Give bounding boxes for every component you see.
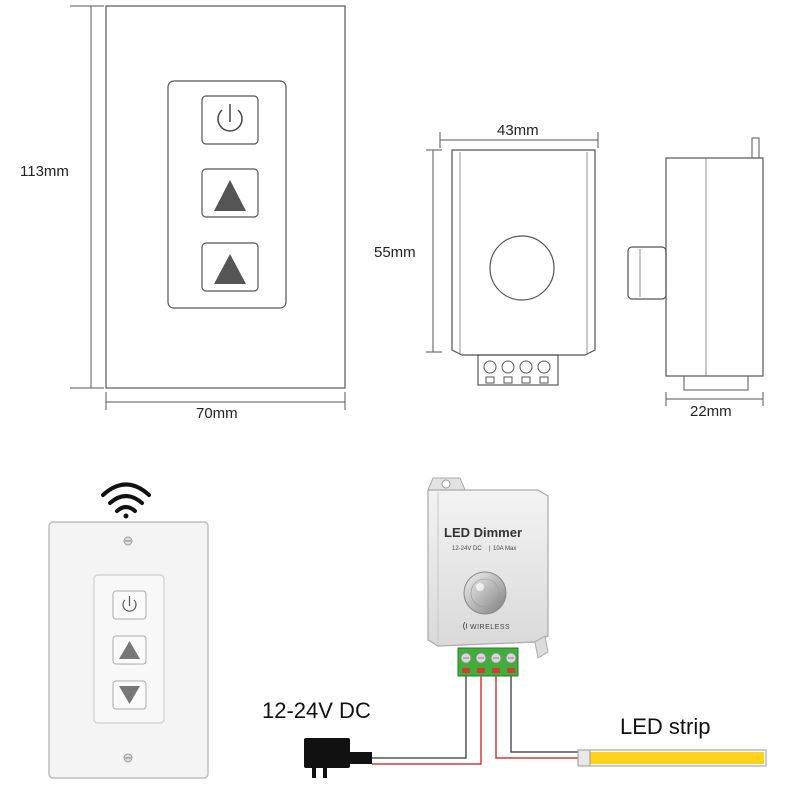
module-outline — [451, 149, 596, 356]
power-wire-positive — [372, 676, 482, 765]
front-view-drawing: 113mm 70mm — [20, 5, 346, 422]
power-icon-small — [122, 596, 137, 612]
dimmer-spec-voltage: 12-24V DC — [452, 546, 482, 552]
power-wire-negative — [372, 676, 467, 759]
svg-text:|: | — [489, 546, 491, 552]
strip-wire-negative — [510, 676, 580, 753]
wireless-signal-icon — [463, 621, 468, 631]
terminal-block-outline — [477, 354, 559, 386]
wiring — [372, 676, 580, 765]
triangle-up-icon-small — [119, 641, 140, 659]
wireless-label: WIRELESS — [470, 624, 510, 631]
side-outline — [665, 157, 764, 377]
triangle-up-icon-2 — [214, 254, 246, 284]
power-button-outline — [201, 95, 259, 145]
dimmer-knob — [463, 571, 507, 615]
triangle-up-icon — [214, 180, 246, 211]
wireless-wall-panel — [48, 482, 209, 779]
wifi-icon — [101, 482, 151, 519]
wall-plate-outline — [105, 5, 346, 389]
power-input-label: 12-24V DC — [262, 698, 371, 723]
triangle-down-icon — [119, 686, 140, 704]
width-label: 70mm — [196, 405, 238, 422]
side-knob-outline — [627, 246, 667, 300]
module-height-label: 55mm — [374, 244, 416, 261]
dimmer-case — [427, 489, 549, 647]
module-width-label: 43mm — [497, 122, 539, 139]
led-dimmer-module: LED Dimmer 12-24V DC | 10A Max WIRELESS — [427, 477, 549, 677]
knob-outline — [489, 235, 555, 301]
button-panel-outline — [167, 80, 287, 309]
second-button-outline — [201, 242, 259, 292]
power-adapter-icon — [304, 738, 372, 778]
module-front-drawing: 43mm 55mm — [374, 122, 599, 386]
strip-wire-positive — [495, 676, 580, 759]
led-strip-label: LED strip — [620, 714, 710, 739]
dimmer-title: LED Dimmer — [444, 525, 522, 540]
led-strip-icon — [577, 749, 767, 767]
dimmer-spec-current: 10A Max — [493, 546, 516, 552]
power-icon — [217, 104, 243, 132]
up-button-outline — [201, 168, 259, 218]
module-side-drawing: 22mm — [627, 137, 764, 420]
depth-label: 22mm — [690, 403, 732, 420]
height-label: 113mm — [20, 163, 69, 180]
